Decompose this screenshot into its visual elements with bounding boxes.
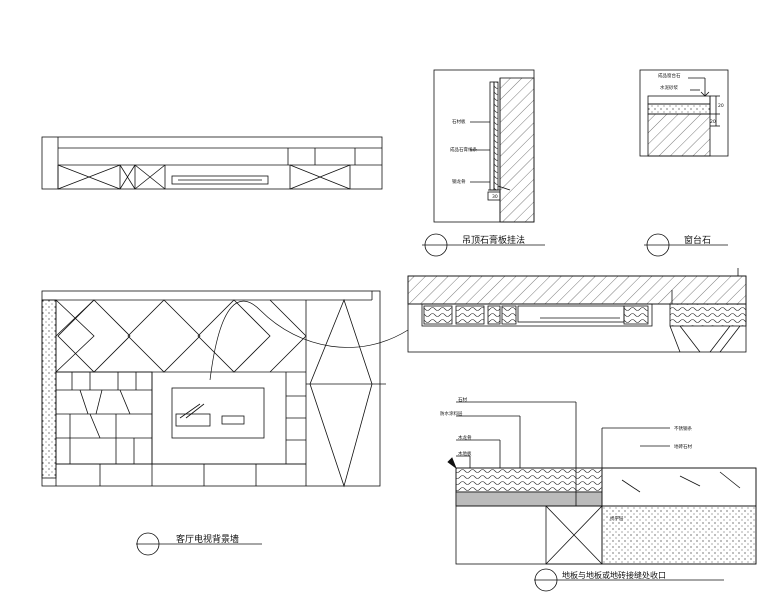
- note-floor-1: 防水涂料层: [440, 410, 463, 417]
- floor-joint-section: [447, 401, 757, 565]
- dim-countertop-a: 20: [718, 103, 724, 109]
- note-floor-5: 地砖石材: [674, 443, 692, 450]
- note-stone-hanging-2: 钢龙骨: [452, 178, 466, 185]
- note-floor-4: 不锈钢条: [674, 425, 692, 432]
- note-stone-hanging-0: 石材板: [452, 118, 466, 125]
- ceiling-strip-elevation: [41, 136, 383, 190]
- title-countertop: 窗台石: [684, 234, 711, 246]
- dim-countertop-b: 20: [710, 119, 716, 125]
- note-floor-3: 木地板: [458, 450, 472, 457]
- dim-stone-hanging: 30: [492, 194, 498, 200]
- title-floor-joint: 地板与地板或地砖接缝处收口: [562, 570, 666, 580]
- note-floor-0: 石材: [458, 396, 467, 403]
- title-markers: [136, 233, 728, 592]
- note-countertop-1: 水泥砂浆: [660, 84, 678, 91]
- note-stone-hanging-1: 成品石膏线条: [450, 146, 477, 153]
- drawing-notes: 石材板 成品石膏线条 钢龙骨 30 成品窗台石 水泥砂浆 20 20 石材 防水…: [440, 72, 724, 522]
- note-floor-2: 木龙骨: [458, 434, 472, 441]
- note-floor-6: 找平层: [610, 515, 624, 522]
- stone-hanging-section: [433, 69, 535, 223]
- countertop-section: [639, 69, 729, 157]
- tv-wall-elevation: [41, 290, 409, 488]
- ceiling-section: [407, 268, 747, 353]
- title-stone-hanging: 吊顶石膏板挂法: [462, 234, 525, 246]
- title-tv-wall: 客厅电视背景墙: [176, 533, 239, 545]
- note-countertop-0: 成品窗台石: [658, 72, 681, 79]
- drawing-titles: 吊顶石膏板挂法 窗台石 客厅电视背景墙 地板与地板或地砖接缝处收口: [176, 234, 711, 580]
